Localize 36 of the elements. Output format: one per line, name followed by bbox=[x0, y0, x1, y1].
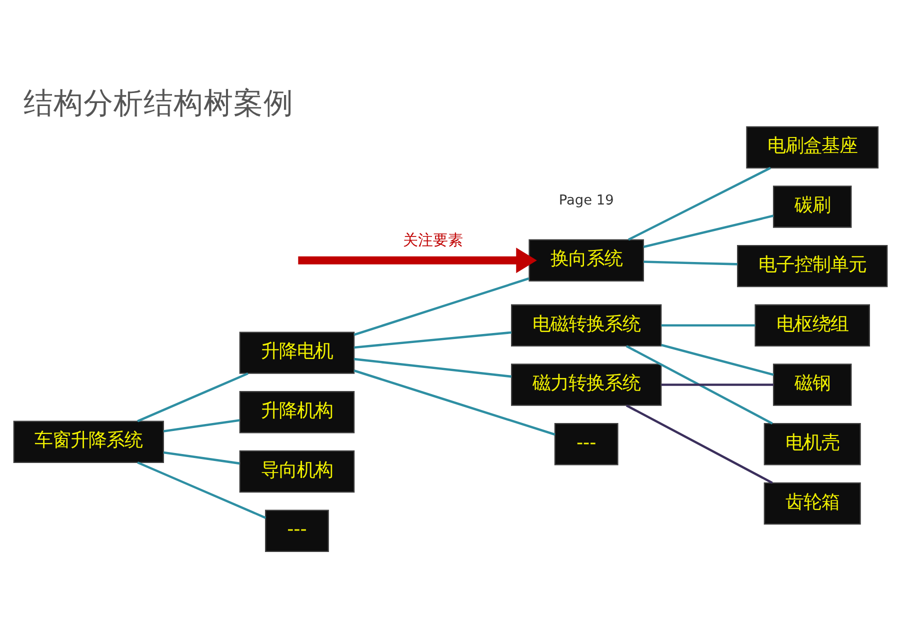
connector bbox=[642, 214, 774, 248]
node-box: --- bbox=[554, 423, 618, 466]
node-box: 电机壳 bbox=[763, 423, 860, 466]
connector bbox=[628, 166, 770, 241]
connector bbox=[162, 419, 240, 432]
connector bbox=[353, 370, 555, 436]
node-box: 换向系统 bbox=[528, 239, 644, 282]
node-box: 导向机构 bbox=[238, 450, 354, 493]
connector bbox=[660, 384, 773, 386]
edge-label: 关注要素 bbox=[402, 232, 463, 249]
diagram-title: 结构分析结构树案例 bbox=[22, 84, 293, 120]
connector bbox=[354, 331, 511, 349]
connector bbox=[660, 324, 755, 327]
node-box: 电磁转换系统 bbox=[510, 304, 662, 347]
node-box: 车窗升降系统 bbox=[12, 420, 164, 463]
connector bbox=[625, 404, 772, 484]
node-box: 磁力转换系统 bbox=[510, 364, 662, 406]
node-box: 电枢绕组 bbox=[754, 304, 870, 347]
node-box: 齿轮箱 bbox=[763, 482, 860, 525]
connector bbox=[353, 277, 529, 336]
connector bbox=[625, 345, 772, 424]
node-box: 升降机构 bbox=[238, 391, 354, 434]
node-box: 碳刷 bbox=[772, 186, 852, 228]
node-box: 电刷盒基座 bbox=[746, 126, 878, 168]
connector bbox=[136, 372, 248, 422]
connector bbox=[136, 461, 266, 519]
label: Page 19 bbox=[558, 192, 614, 209]
node-box: 磁钢 bbox=[772, 364, 852, 406]
node-box: 电子控制单元 bbox=[736, 244, 888, 288]
node-box: --- bbox=[264, 510, 328, 552]
connector bbox=[643, 260, 737, 266]
connector bbox=[354, 358, 511, 378]
connector bbox=[660, 344, 774, 376]
connector bbox=[162, 451, 240, 465]
arrow bbox=[298, 248, 536, 274]
node-box: 升降电机 bbox=[238, 332, 354, 374]
